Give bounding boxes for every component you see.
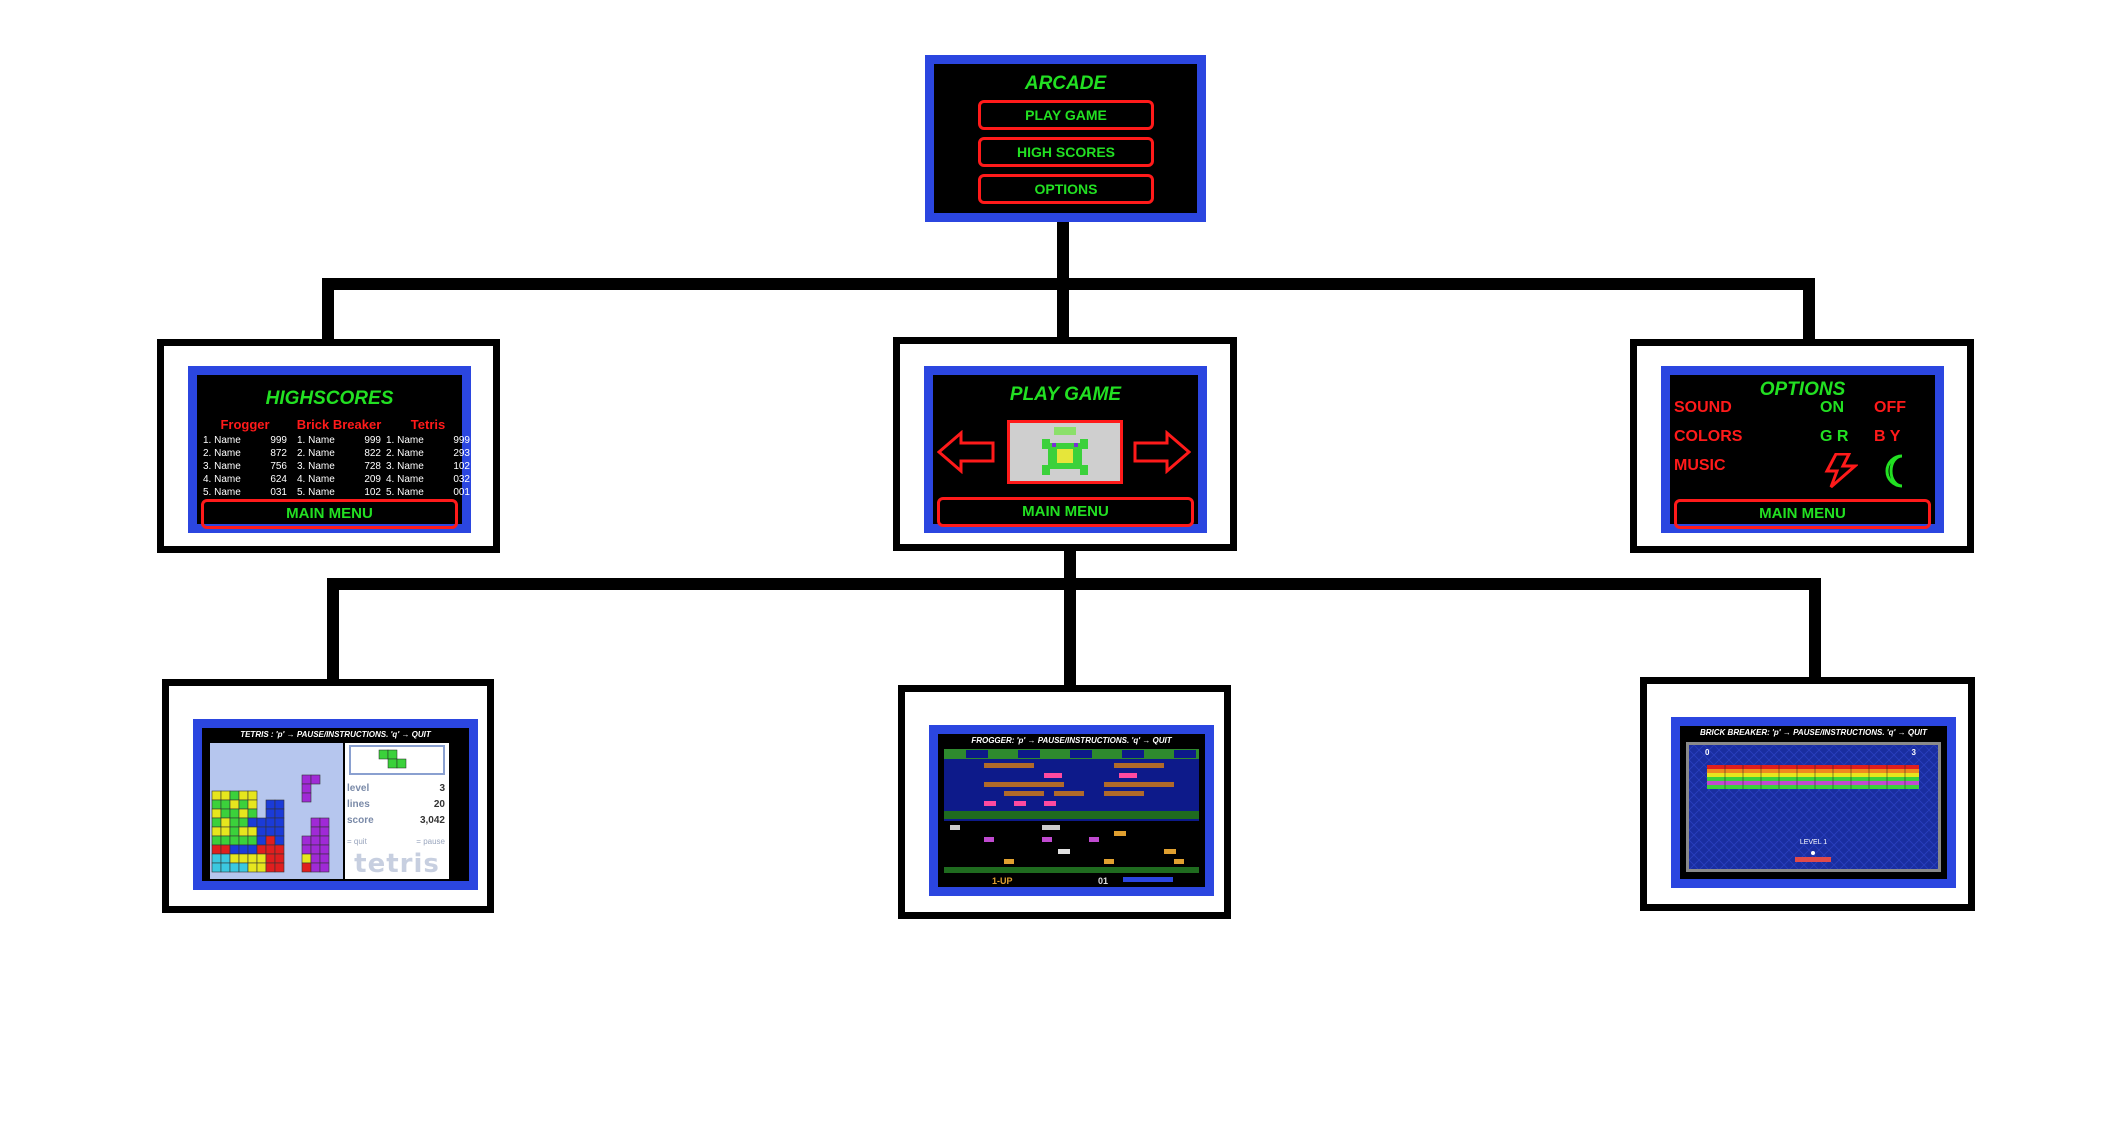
moon-icon[interactable] [1882,454,1908,488]
main-menu-button[interactable]: MAIN MENU [1674,499,1931,529]
colors-blue-yellow-option[interactable]: B Y [1874,428,1901,445]
tetris-screen: TETRIS : 'p' → PAUSE/INSTRUCTIONS. 'q' →… [193,719,478,890]
previous-game-arrow-icon[interactable] [937,430,995,474]
main-menu-button[interactable]: MAIN MENU [937,497,1194,527]
tetris-scores-header: Tetris [410,417,446,432]
play-game-button[interactable]: PLAY GAME [978,100,1154,130]
tetris-logo: tetris [354,849,440,879]
tetris-stack [211,774,330,873]
frogger-caption: FROGGER: 'p' → PAUSE/INSTRUCTIONS. 'q' →… [971,736,1172,745]
brick-breaker-level: LEVEL 1 [1799,839,1828,846]
tetris-caption: TETRIS : 'p' → PAUSE/INSTRUCTIONS. 'q' →… [240,730,431,739]
connector-frogger-drop [1064,578,1076,690]
main-menu-button[interactable]: MAIN MENU [201,499,458,529]
score-label: score [347,815,374,826]
play-game-node: PLAY GAME MAIN MENU [893,337,1237,551]
connector-brickbreaker-drop [1809,578,1821,682]
highscores-title: HIGHSCORES [265,388,394,409]
options-screen: OPTIONS SOUND ON OFF COLORS G R B Y MUSI… [1661,366,1944,533]
frogger-timer-bar [1123,877,1173,882]
lines-label: lines [347,799,370,810]
frogger-hud-lives: 01 [1098,876,1109,886]
music-label: MUSIC [1674,457,1726,474]
frogger-scene [944,749,1199,873]
brick-breaker-playfield: 0 3 LEVEL 1 [1686,742,1941,872]
lightning-icon[interactable] [1824,453,1858,489]
frogger-scores-header: Frogger [220,417,270,432]
connector-root-stem [1057,218,1069,284]
tetris-node: TETRIS : 'p' → PAUSE/INSTRUCTIONS. 'q' →… [162,679,494,913]
quit-hint: = quit [347,837,367,846]
brick-breaker-scene [1689,745,1938,869]
high-scores-button[interactable]: HIGH SCORES [978,137,1154,167]
frogger-node: FROGGER: 'p' → PAUSE/INSTRUCTIONS. 'q' →… [898,685,1231,919]
next-game-arrow-icon[interactable] [1133,430,1191,474]
level-label: level [347,783,370,794]
colors-label: COLORS [1674,428,1743,445]
options-node: OPTIONS SOUND ON OFF COLORS G R B Y MUSI… [1630,339,1974,553]
sound-off-toggle[interactable]: OFF [1874,399,1906,416]
play-game-screen: PLAY GAME MAIN MENU [924,366,1207,533]
frogger-screen: FROGGER: 'p' → PAUSE/INSTRUCTIONS. 'q' →… [929,725,1214,896]
brick-breaker-node: BRICK BREAKER: 'p' → PAUSE/INSTRUCTIONS.… [1640,677,1975,911]
next-piece-icon [378,749,407,769]
game-preview[interactable] [1007,420,1123,484]
brick-breaker-scores-header: Brick Breaker [296,417,382,432]
connector-highscores-drop [322,278,334,342]
sound-on-toggle[interactable]: ON [1820,399,1844,416]
sound-label: SOUND [1674,399,1732,416]
options-button[interactable]: OPTIONS [978,174,1154,204]
frog-icon [1042,427,1088,475]
colors-green-red-option[interactable]: G R [1820,428,1849,445]
arcade-title: ARCADE [1024,73,1107,94]
arcade-main-menu-screen: ARCADE PLAY GAME HIGH SCORES OPTIONS [925,55,1206,222]
play-game-title: PLAY GAME [1009,384,1122,405]
frogger-playfield [944,749,1199,873]
next-piece-box [349,745,445,775]
brick-breaker-caption: BRICK BREAKER: 'p' → PAUSE/INSTRUCTIONS.… [1699,728,1928,737]
options-title: OPTIONS [1759,379,1846,400]
brick-breaker-screen: BRICK BREAKER: 'p' → PAUSE/INSTRUCTIONS.… [1671,717,1956,888]
score-value: 3,042 [419,815,445,826]
tetris-sidebar: level 3 lines 20 score 3,042 = quit = pa… [345,743,449,879]
pause-hint: = pause [416,837,445,846]
connector-options-drop [1803,278,1815,342]
connector-tetris-drop [327,578,339,684]
level-value: 3 [439,783,445,794]
frogger-hud-player: 1-UP [992,876,1013,886]
brick-breaker-score-left: 0 [1705,748,1710,757]
tetris-playfield [210,743,343,879]
brick-breaker-score-right: 3 [1911,748,1916,757]
lines-value: 20 [433,799,445,810]
connector-playgame-drop [1057,278,1069,342]
connector-playgame-stem [1064,548,1076,586]
